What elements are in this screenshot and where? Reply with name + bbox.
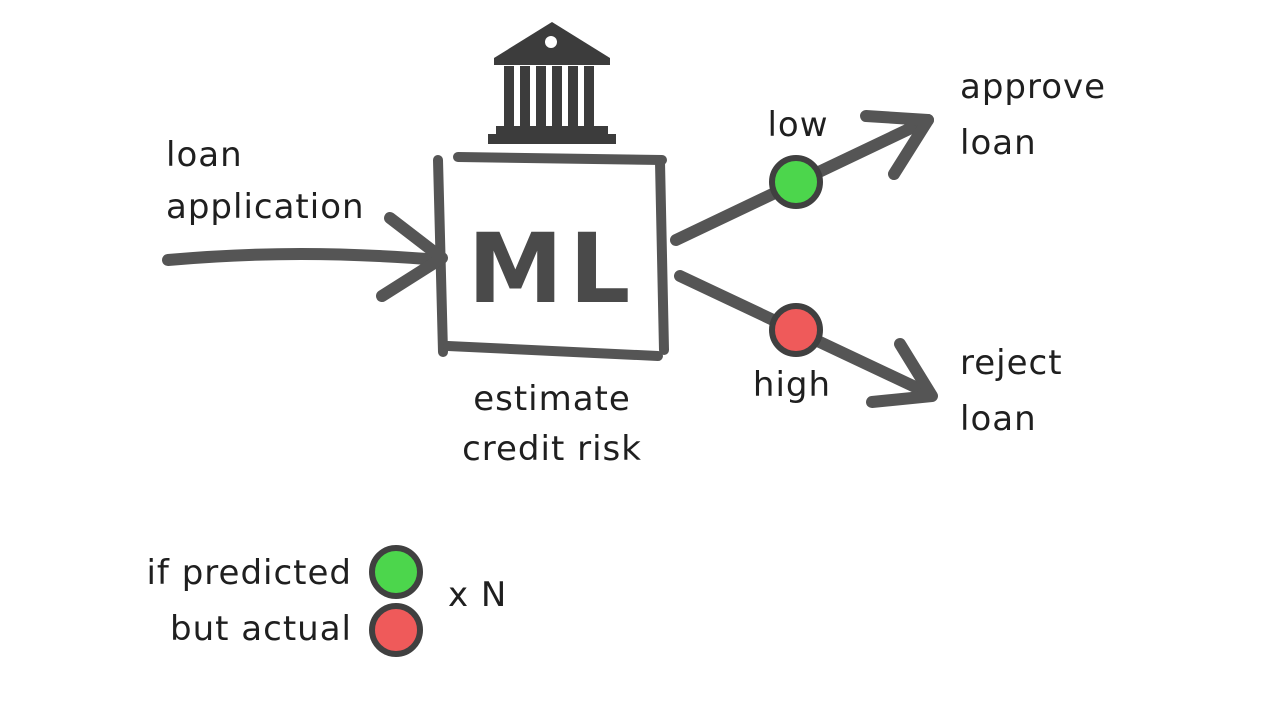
approve-label-line1: approve (960, 67, 1106, 107)
legend: if predicted but actual x N (146, 545, 507, 657)
ml-label: ML (468, 213, 637, 325)
legend-green-dot (369, 545, 423, 599)
low-risk-green-dot (769, 155, 823, 209)
low-risk-label: low (767, 105, 828, 145)
legend-red-dot (369, 603, 423, 657)
high-risk-label: high (753, 365, 831, 405)
approve-label-line2: loan (960, 123, 1037, 163)
high-risk-red-dot (769, 303, 823, 357)
input-label-line2: application (166, 187, 365, 227)
model-caption-line2: credit risk (462, 429, 642, 469)
legend-line2: but actual (170, 609, 352, 649)
reject-label-line2: loan (960, 399, 1037, 439)
model-caption-line1: estimate (473, 379, 631, 419)
legend-multiplier: x N (448, 575, 507, 615)
legend-line1: if predicted (146, 553, 352, 593)
bank-icon (488, 22, 616, 144)
input-arrow (162, 212, 448, 302)
reject-label-line1: reject (960, 343, 1063, 383)
input-label-line1: loan (166, 135, 243, 175)
